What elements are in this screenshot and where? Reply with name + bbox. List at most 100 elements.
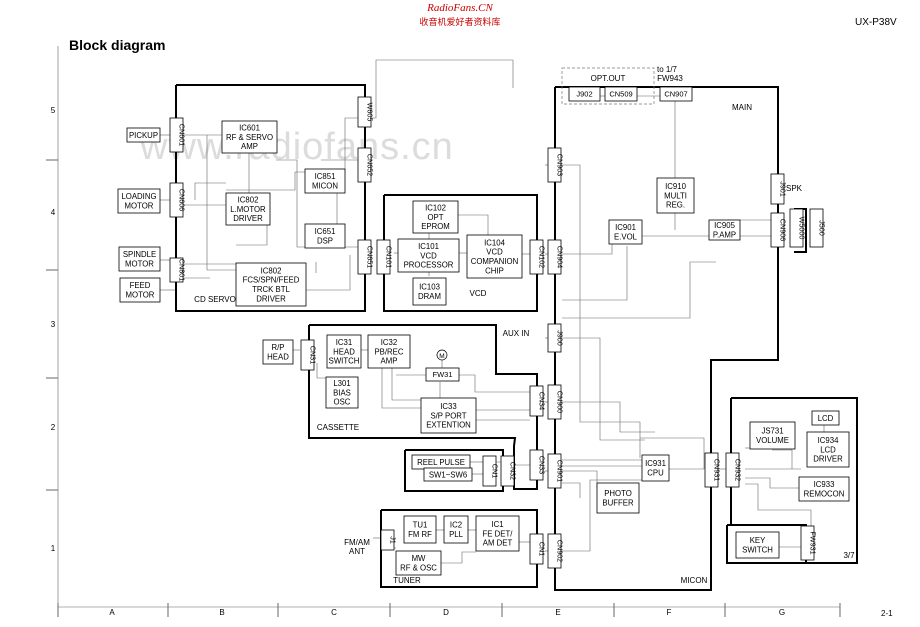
cn33-connector-box [529,449,544,481]
ic102-block-box [412,200,459,234]
fw931-connector: FW931 [800,525,817,561]
ic601-block-line: RF & SERVO [226,133,273,142]
signal-wire [745,483,812,527]
fm-am-ant-line1: FM/AM [344,538,370,547]
column-label: F [667,608,672,617]
ic802-lmotor-block-line: IC802 [238,196,259,205]
cn1-tuner-label: CN1 [537,542,546,556]
rp-head-block-line: R/P [272,343,285,352]
row-label: 5 [51,106,56,115]
ic31-block-line: HEAD [333,347,355,356]
tu1-block-line: TU1 [413,521,428,530]
photo-buffer-block-line: BUFFER [602,498,634,507]
ic102-block-line: EPROM [421,222,450,231]
cn904-label: CN904 [555,246,564,268]
signal-wire [562,337,645,441]
pickup-block-line: PICKUP [129,131,158,140]
ic104-block-box [466,234,523,279]
fw31-label: FW31 [432,370,452,379]
j901-connector-box [770,173,785,205]
ic33-block-line: IC33 [440,402,456,411]
ic901-block-box [608,219,643,245]
section-outline [726,524,807,564]
loading-motor-block-box [117,188,161,214]
section-outline [308,324,538,490]
ic104-block-line: VCD [486,248,503,257]
ic802-fcs-block-line: TRCK BTL [252,285,290,294]
ic32-block-line: IC32 [381,338,397,347]
cn34-connector: CN34 [529,385,546,417]
ic651-block-line: DSP [317,236,333,245]
cn606-connector-box [169,182,184,218]
ic901-block-line: E.VOL [614,232,638,241]
feed-motor-block-box [119,277,161,303]
watermark: www.radiofans.cn [140,126,454,168]
cn906-connector: CN906 [770,212,787,248]
cn509-connector: CN509 [604,86,638,102]
j901-label: J901 [778,181,787,197]
cn32-connector: CN32 [500,455,517,487]
ic931-block-line: CPU [647,468,664,477]
ic1-block-line: AM DET [483,539,513,548]
js731-block-box [749,421,796,450]
ic851-block-box [304,168,346,194]
pickup-block-box [126,127,161,143]
motor-symbol-label: M [439,353,444,360]
column-label: B [219,608,224,617]
ic101-block-line: IC101 [418,242,439,251]
ic102-block-line: OPT [427,213,443,222]
cn34-connector-box [529,385,544,417]
w605-label: W605 [365,103,374,122]
ic931-block-box [641,454,670,482]
cn903-connector-box [547,147,562,183]
js731-block-line: VOLUME [756,436,789,445]
cn33-label: CN33 [537,456,546,474]
ic103-block-line: IC103 [419,283,440,292]
j900-connector: J900 [547,323,564,353]
signal-wire [562,401,655,433]
cn901-label: CN901 [555,460,564,482]
cn901-connector-box [547,453,562,489]
ic651-block-box [304,223,346,249]
lcd-block: LCD [811,410,840,426]
j900-label: J900 [555,330,564,346]
vcd-label: VCD [470,289,487,298]
cn907-connector: CN907 [659,86,693,102]
cn601-connector: CN601 [169,117,186,153]
ref-3-7-label: 3/7 [843,551,855,560]
cn906-label: CN906 [778,219,787,241]
cn1-tuner-connector-box [529,533,544,565]
section-outline [380,509,538,588]
fw31-connector-box [425,367,460,382]
signal-wire [226,171,305,191]
cn652-connector: CN652 [357,147,374,183]
feed-motor-block-line: MOTOR [126,290,155,299]
ic104-block-line: COMPANION [471,257,519,266]
cn901-connector: CN901 [547,453,564,489]
section-outline [175,84,366,312]
ic934-block-line: IC934 [818,436,839,445]
ic802-fcs-block-line: FCS/SPN/FEED [243,276,300,285]
mw-block-line: MW [412,554,426,563]
cn101-connector-box [376,239,391,275]
j500-connector-box [809,208,824,248]
column-label: D [443,608,449,617]
ic1-block-line: FE DET/ [483,529,514,538]
signal-wire [236,219,268,246]
ic2-block-box [443,515,469,544]
rp-head-block-box [262,339,294,365]
tu1-block-line: FM RF [408,530,432,539]
ic33-block-box [420,397,477,434]
cn606-connector: CN606 [169,182,186,218]
ic910-block-box [656,177,695,214]
column-label: A [109,608,115,617]
